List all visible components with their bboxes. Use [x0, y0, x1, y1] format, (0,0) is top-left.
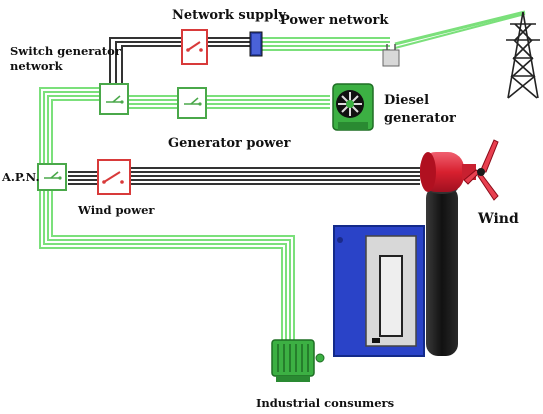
apn-label: A.P.N. — [2, 170, 40, 184]
control-panel-icon — [333, 225, 425, 357]
diesel-generator-label-line1: Diesel — [384, 93, 430, 108]
diesel-generator-label-line2: generator — [384, 111, 456, 126]
industrial-motor-icon — [271, 339, 325, 382]
fuse-icon — [249, 31, 263, 57]
switch-generator-network-label-line2: network — [10, 59, 63, 73]
generator-power-label: Generator power — [168, 136, 291, 151]
power-network-label: Power network — [280, 13, 389, 28]
wind-power-switch — [97, 159, 131, 195]
network-supply-cables — [109, 10, 526, 92]
network-supply-label: Network supply — [172, 8, 286, 23]
switch-generator-network-switch — [99, 83, 129, 115]
transformer-icon — [382, 44, 400, 67]
left-bus-cables — [39, 87, 330, 340]
wind-turbine-icon — [420, 139, 499, 356]
transmission-tower-icon — [506, 11, 540, 99]
apn-switch — [37, 163, 67, 191]
generator-power-switch — [177, 87, 207, 119]
network-supply-switch — [181, 29, 208, 65]
wind-power-label: Wind power — [78, 203, 155, 217]
wind-power-cables — [68, 167, 420, 185]
switch-generator-network-label-line1: Switch generator — [10, 44, 121, 58]
diesel-generator-icon — [332, 83, 374, 131]
wind-label: Wind — [478, 211, 519, 227]
industrial-consumers-label: Industrial consumers — [256, 396, 395, 410]
